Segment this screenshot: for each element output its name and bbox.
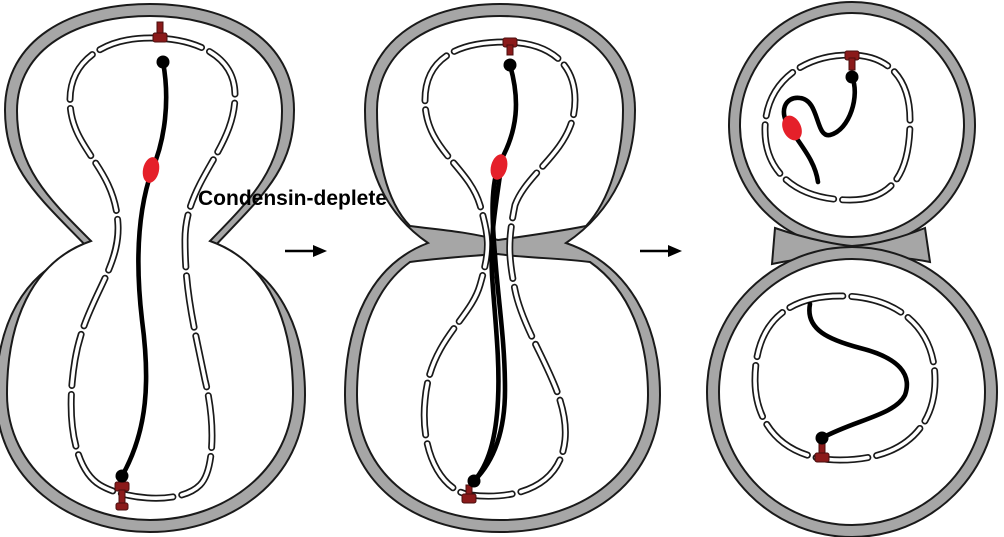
nuclear-envelope-lumen [68,36,237,500]
chromosome [119,59,169,479]
condensin-depleted-label: Condensin-depleted [198,187,400,210]
nuclear-envelope-bottom-lumen [753,294,937,462]
chromosome-top [781,74,858,185]
cell-interior [5,14,295,522]
spindle-pole-body-bottom [814,442,830,463]
daughter-cell-top-interior [739,12,965,238]
condensin-marker [142,157,160,183]
spindle-pole-body-top [152,21,168,43]
spindle-pole-body-top [502,37,518,56]
spindle-pole-body-top [844,50,860,71]
chromosome-bottom [807,301,910,441]
centromere-bottom [467,474,481,488]
stage-1 [0,2,307,534]
cell-interior-top [375,14,625,242]
centromere-top [845,70,859,84]
nuclear-envelope-top-lumen [763,53,912,202]
centromere-bottom [115,469,129,483]
centromere-top [503,58,517,72]
centromere-top [156,55,170,69]
condensin-marker [782,115,802,141]
centromere-bottom [815,431,829,445]
stage-2 [343,2,662,534]
arrow-2 [640,245,682,257]
stage-3 [706,1,998,537]
chromosome [471,62,519,484]
arrow-1 [285,245,327,257]
chromosome-strand [471,172,503,484]
cell-interior-bottom [355,252,650,522]
condensin-marker [490,154,508,180]
